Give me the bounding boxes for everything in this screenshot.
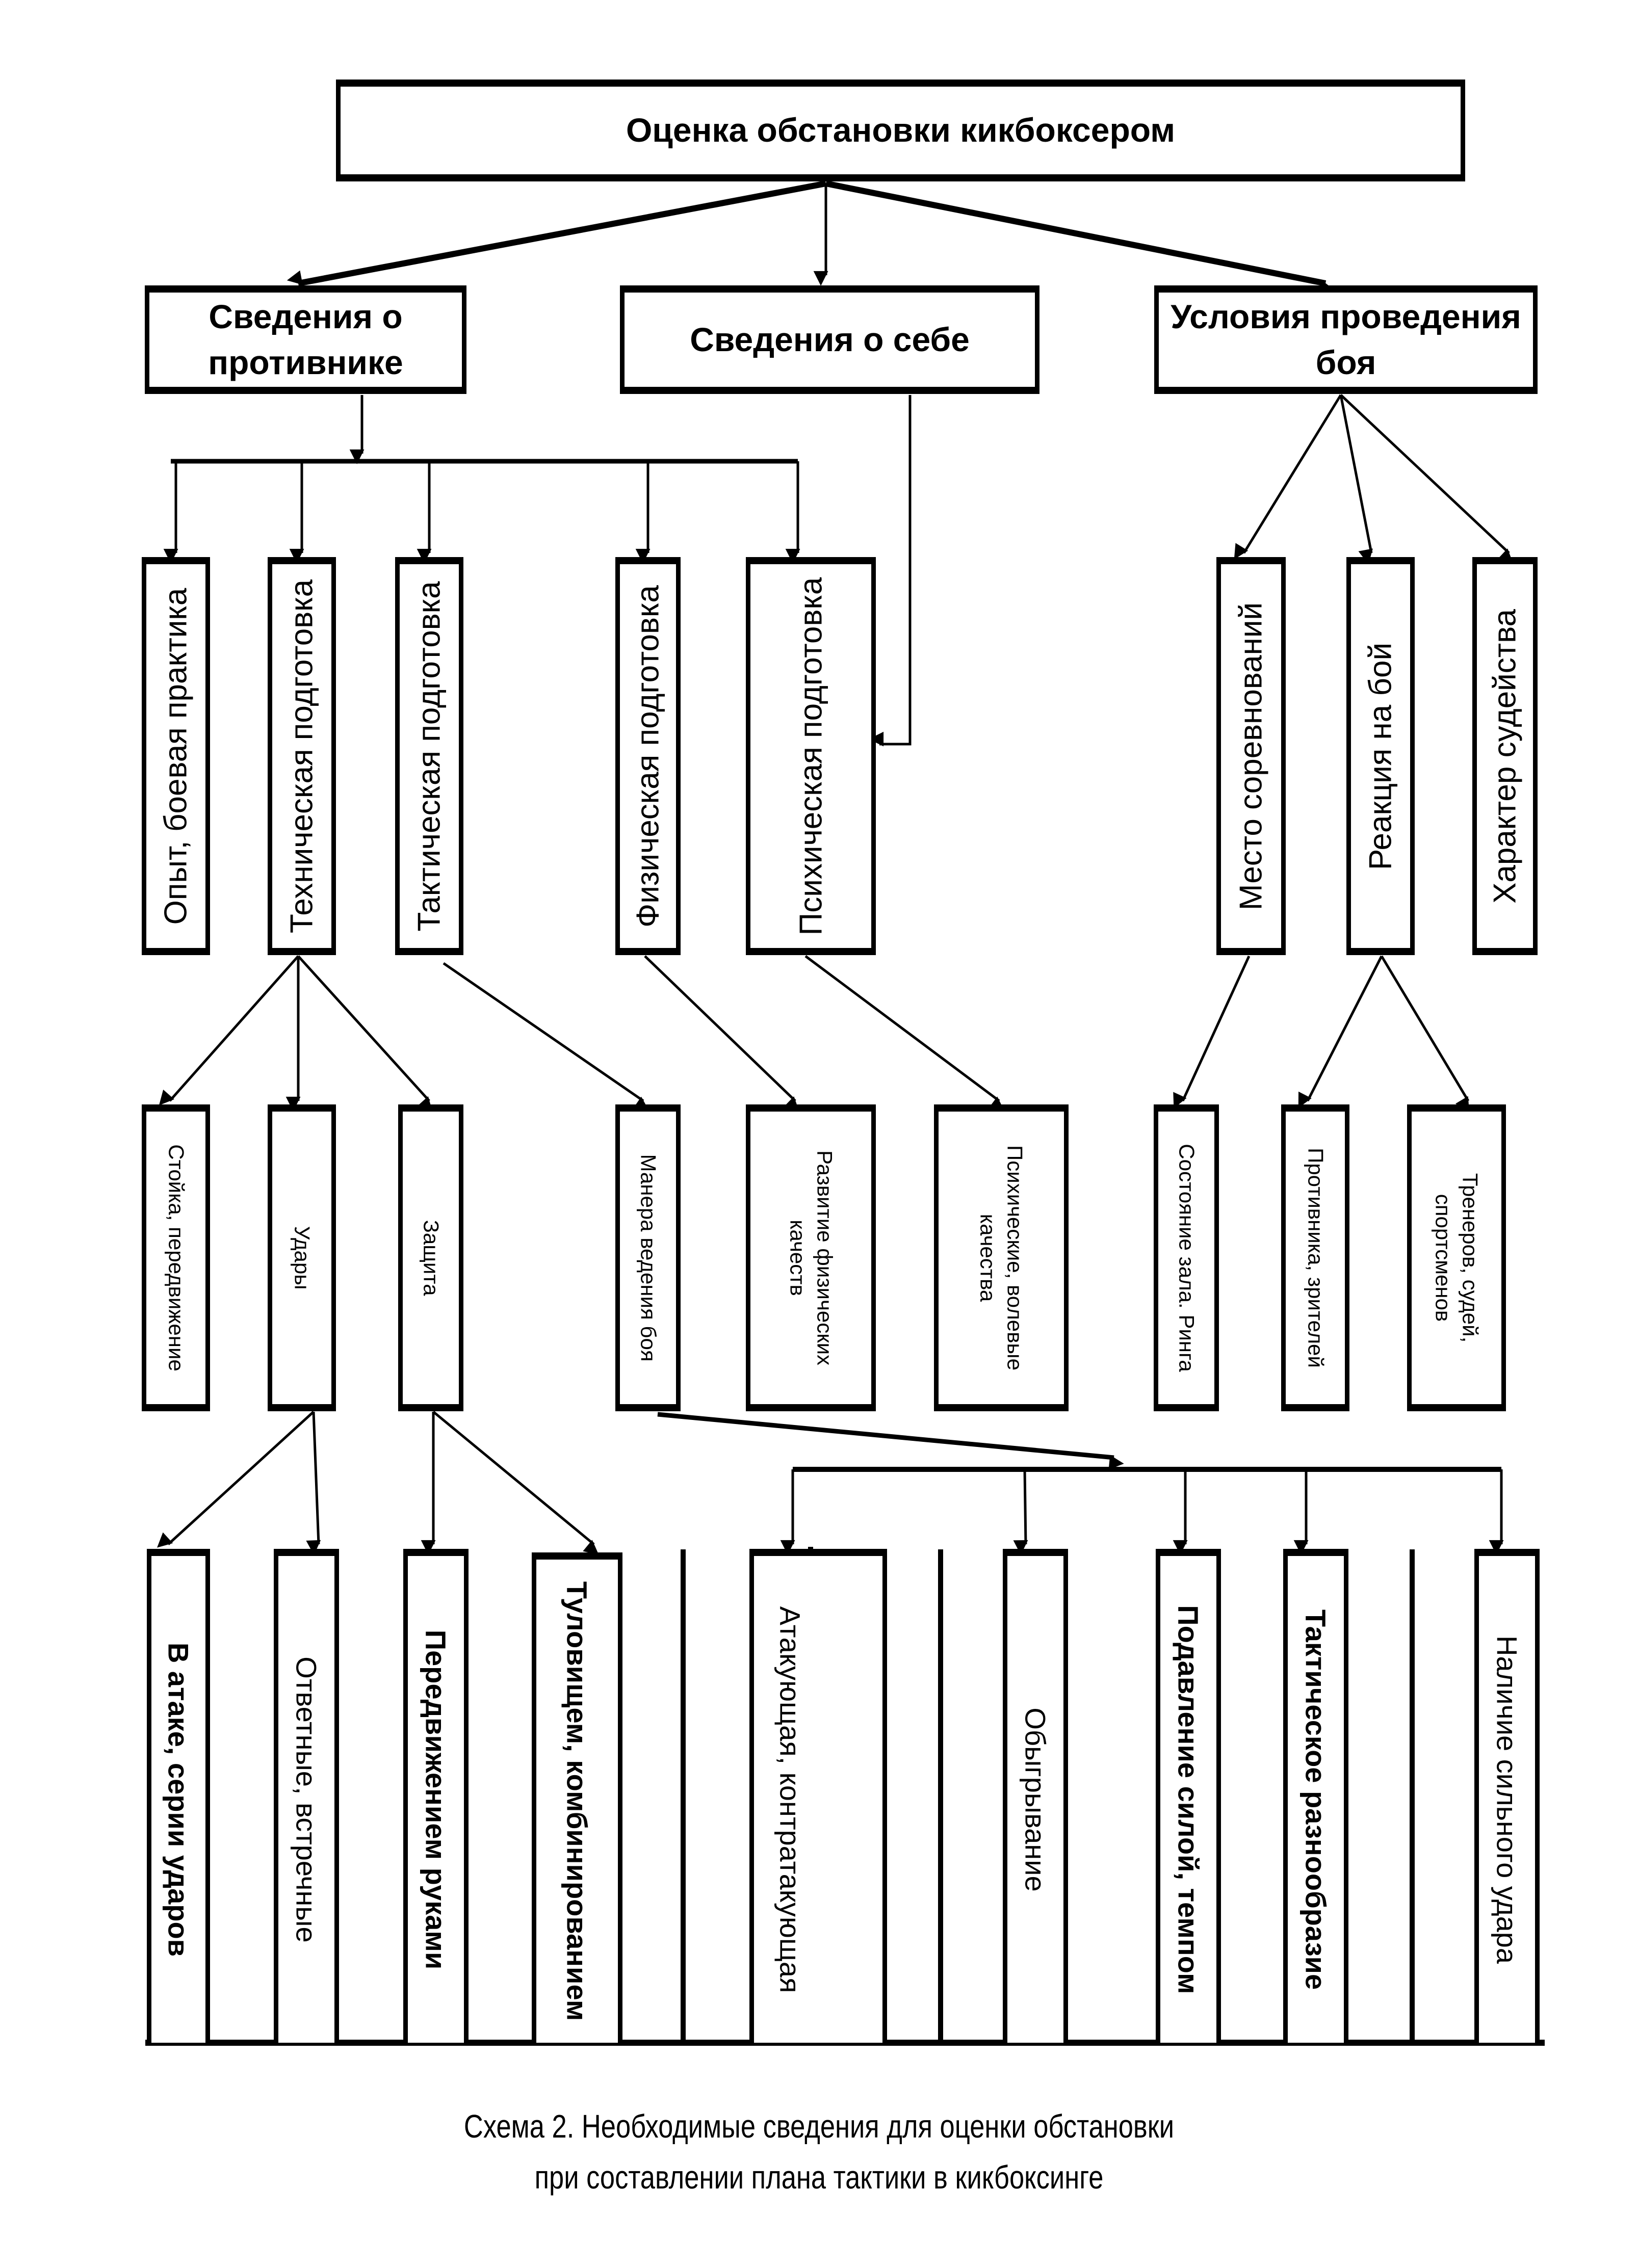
level4-strong-punch: Наличие сильного удара (1474, 1549, 1540, 2043)
level1-label: Сведения о себе (690, 320, 970, 358)
level3-label: Состояние зала. Ринга (1175, 1144, 1199, 1372)
level3-label: Удары (290, 1226, 315, 1290)
level4-label: Тактическое разнообразие (1299, 1609, 1332, 1990)
level3-phys-dev: Развитие физических качеств (746, 1104, 876, 1411)
level4-outplay: Обыгрывание (1003, 1549, 1068, 2043)
level4-label: В атаке, серии ударов (162, 1642, 195, 1957)
level1-conditions: Условия проведения боя (1154, 285, 1538, 394)
level2-experience: Опыт, боевая практика (142, 557, 210, 955)
level4-label: Наличие сильного удара (1491, 1635, 1523, 1964)
level3-label: Психические, волевые качества (976, 1145, 1027, 1370)
level2-reaction: Реакция на бой (1346, 557, 1415, 955)
level2-tactical: Тактическая подготовка (395, 557, 463, 955)
level3-strikes: Удары (268, 1104, 336, 1411)
self-to-psych (869, 395, 912, 747)
level3-label: Манера ведения боя (636, 1154, 661, 1362)
level2-label: Место соревнований (1233, 602, 1269, 910)
level2-label: Реакция на бой (1363, 642, 1398, 870)
level1-label: Сведения о противнике (208, 298, 403, 381)
level4-torso-comb: Туловищем, комбинированием (532, 1552, 622, 2043)
caption-line-1: Схема 2. Необходимые сведения для оценки… (463, 2108, 1175, 2145)
level3-psych-q: Психические, волевые качества (934, 1104, 1069, 1411)
level3-defense: Защита (398, 1104, 463, 1411)
arrow-root-opponent (287, 180, 827, 286)
level2-label: Характер судейства (1487, 609, 1523, 904)
level2-label: Техническая подготовка (284, 579, 320, 933)
level2-physical: Физическая подготовка (615, 557, 681, 955)
level3-label: Защита (419, 1220, 444, 1296)
level4-label: Обыгрывание (1019, 1707, 1052, 1892)
level4-label: Передвижением руками (420, 1629, 452, 1969)
level4-label: Туловищем, комбинированием (561, 1581, 593, 2021)
level1-opponent: Сведения о противнике (145, 285, 466, 394)
level2-label: Тактическая подготовка (411, 581, 447, 932)
level2-label: Опыт, боевая практика (158, 588, 194, 925)
root-label: Оценка обстановки кикбоксером (626, 111, 1176, 149)
level1-self: Сведения о себе (620, 285, 1039, 394)
level3-label: Развитие физических качеств (786, 1150, 837, 1366)
level4-attack-series: В атаке, серии ударов (147, 1549, 210, 2043)
level4-suppress: Подавление силой, темпом (1156, 1549, 1221, 2043)
level4-label: Ответные, встречные (290, 1656, 323, 1943)
level2-label: Физическая подготовка (630, 585, 666, 928)
level3-label: Противника, зрителей (1304, 1148, 1328, 1368)
root-box: Оценка обстановки кикбоксером (336, 80, 1465, 181)
level4-label: Подавление силой, темпом (1172, 1604, 1205, 1994)
level2-venue: Место соревнований (1216, 557, 1286, 955)
level3-style: Манера ведения боя (615, 1104, 681, 1411)
level2-refereeing: Характер судейства (1472, 557, 1538, 955)
level4-variety: Тактическое разнообразие (1283, 1549, 1348, 2043)
level4-counter: Ответные, встречные (274, 1549, 339, 2043)
level3-label: Тренеров, судей, спортсменов (1432, 1173, 1483, 1343)
level2-technical: Техническая подготовка (268, 557, 336, 955)
arrow-root-conditions (825, 180, 1335, 295)
level3-label: Стойка, передвижение (164, 1144, 189, 1372)
level4-label: Атакующая, контратакующая (774, 1606, 807, 1993)
level4-move-hands: Передвижением руками (403, 1549, 469, 2043)
level4-attacking: Атакующая, контратакующая (749, 1549, 887, 2043)
level3-stance: Стойка, передвижение (142, 1104, 210, 1411)
caption-line-2: при составлении плана тактики в кикбокси… (534, 2159, 1104, 2196)
level2-psychological: Психическая подготовка (746, 557, 876, 955)
level3-coaches: Тренеров, судей, спортсменов (1407, 1104, 1506, 1411)
level3-opp-spect: Противника, зрителей (1281, 1104, 1349, 1411)
level2-label: Психическая подготовка (793, 577, 828, 935)
level1-label: Условия проведения боя (1171, 298, 1521, 381)
level3-hall: Состояние зала. Ринга (1154, 1104, 1219, 1411)
